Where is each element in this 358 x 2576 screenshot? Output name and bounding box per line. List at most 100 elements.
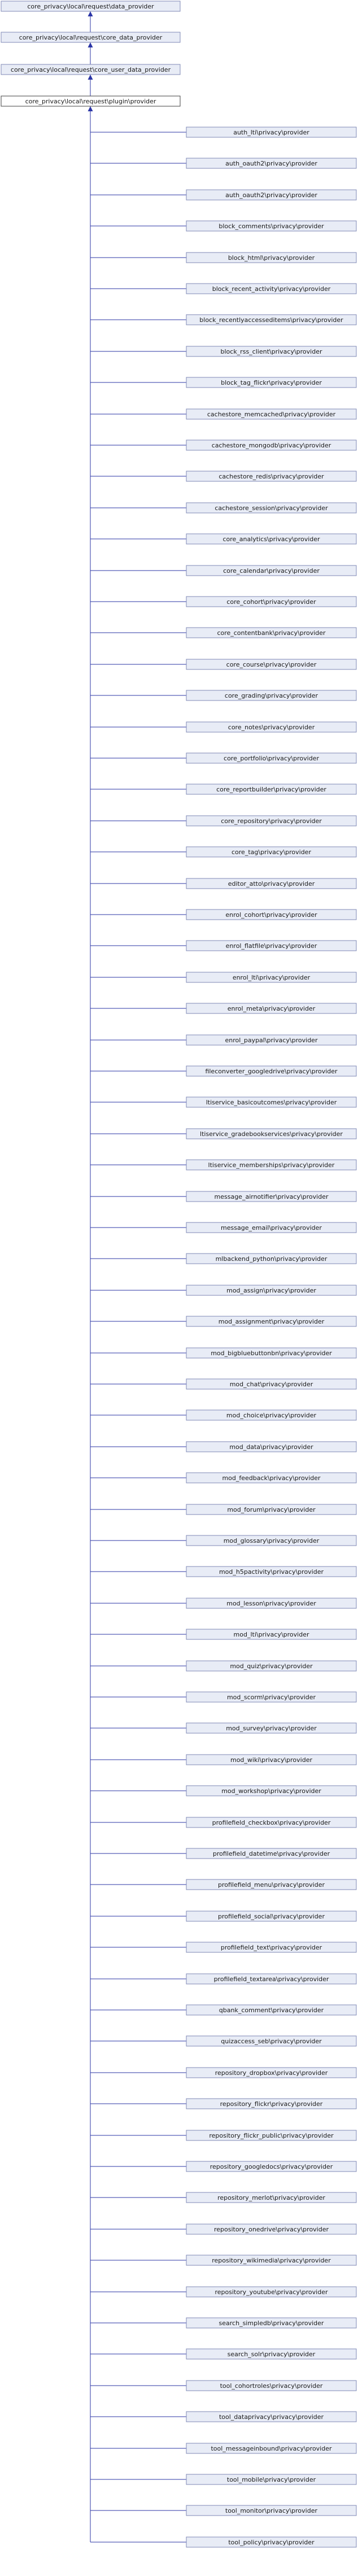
child-node-61[interactable]: qbank_comment\privacy\provider [186, 2004, 357, 2016]
child-node-9[interactable]: block_tag_flickr\privacy\provider [186, 377, 357, 388]
child-node-1[interactable]: auth_lti\privacy\provider [186, 127, 357, 138]
child-node-19[interactable]: core_grading\privacy\provider [186, 690, 357, 701]
child-node-50[interactable]: mod_quiz\privacy\provider [186, 1660, 357, 1672]
child-node-56[interactable]: profilefield_datetime\privacy\provider [186, 1848, 357, 1859]
child-node-24[interactable]: core_tag\privacy\provider [186, 846, 357, 858]
child-node-41[interactable]: mod_chat\privacy\provider [186, 1378, 357, 1390]
child-node-65[interactable]: repository_flickr_public\privacy\provide… [186, 2130, 357, 2141]
child-node-37[interactable]: mlbackend_python\privacy\provider [186, 1253, 357, 1264]
child-node-2[interactable]: auth_oauth2\privacy\provider [186, 158, 357, 169]
child-node-22[interactable]: core_reportbuilder\privacy\provider [186, 784, 357, 795]
child-node-48[interactable]: mod_lesson\privacy\provider [186, 1598, 357, 1609]
child-node-44[interactable]: mod_feedback\privacy\provider [186, 1472, 357, 1483]
child-node-28[interactable]: enrol_lti\privacy\provider [186, 972, 357, 983]
child-node-68[interactable]: repository_onedrive\privacy\provider [186, 2223, 357, 2235]
child-node-44-label: mod_feedback\privacy\provider [222, 1474, 321, 1482]
child-node-63[interactable]: repository_dropbox\privacy\provider [186, 2067, 357, 2078]
child-node-76[interactable]: tool_mobile\privacy\provider [186, 2474, 357, 2485]
child-node-53[interactable]: mod_wiki\privacy\provider [186, 1754, 357, 1765]
child-node-35[interactable]: message_airnotifier\privacy\provider [186, 1191, 357, 1202]
child-node-20-label: core_notes\privacy\provider [228, 724, 315, 731]
child-node-33[interactable]: ltiservice_gradebookservices\privacy\pro… [186, 1128, 357, 1139]
child-node-5[interactable]: block_html\privacy\provider [186, 252, 357, 263]
child-node-32[interactable]: ltiservice_basicoutcomes\privacy\provide… [186, 1096, 357, 1108]
child-node-45-box [186, 1504, 357, 1515]
child-node-45[interactable]: mod_forum\privacy\provider [186, 1504, 357, 1515]
child-node-77[interactable]: tool_monitor\privacy\provider [186, 2505, 357, 2516]
child-node-25[interactable]: editor_atto\privacy\provider [186, 878, 357, 889]
child-node-7-label: block_recentlyaccesseditems\privacy\prov… [199, 316, 343, 324]
child-node-18-label: core_course\privacy\provider [226, 661, 317, 668]
child-node-6[interactable]: block_recent_activity\privacy\provider [186, 283, 357, 294]
child-node-49[interactable]: mod_lti\privacy\provider [186, 1629, 357, 1640]
child-node-7[interactable]: block_recentlyaccesseditems\privacy\prov… [186, 314, 357, 325]
child-node-72[interactable]: search_solr\privacy\provider [186, 2348, 357, 2360]
child-node-17-box [186, 627, 357, 638]
child-node-18[interactable]: core_course\privacy\provider [186, 659, 357, 670]
child-node-34[interactable]: ltiservice_memberships\privacy\provider [186, 1159, 357, 1170]
child-node-74[interactable]: tool_dataprivacy\privacy\provider [186, 2411, 357, 2422]
child-node-46[interactable]: mod_glossary\privacy\provider [186, 1535, 357, 1546]
child-node-23-box [186, 815, 357, 826]
child-node-29[interactable]: enrol_meta\privacy\provider [186, 1003, 357, 1014]
child-node-55[interactable]: profilefield_checkbox\privacy\provider [186, 1817, 357, 1828]
child-node-21[interactable]: core_portfolio\privacy\provider [186, 752, 357, 764]
edges-layer [88, 11, 186, 2543]
child-node-17[interactable]: core_contentbank\privacy\provider [186, 627, 357, 638]
child-node-67[interactable]: repository_merlot\privacy\provider [186, 2192, 357, 2203]
child-node-26[interactable]: enrol_cohort\privacy\provider [186, 909, 357, 920]
child-node-58[interactable]: profilefield_social\privacy\provider [186, 1911, 357, 1922]
child-node-54[interactable]: mod_workshop\privacy\provider [186, 1785, 357, 1796]
child-node-8[interactable]: block_rss_client\privacy\provider [186, 346, 357, 357]
child-node-51[interactable]: mod_scorm\privacy\provider [186, 1691, 357, 1703]
child-node-10[interactable]: cachestore_memcached\privacy\provider [186, 408, 357, 420]
child-node-69-box [186, 2255, 357, 2266]
child-node-27[interactable]: enrol_flatfile\privacy\provider [186, 940, 357, 951]
child-node-23[interactable]: core_repository\privacy\provider [186, 815, 357, 826]
child-node-75[interactable]: tool_messageinbound\privacy\provider [186, 2443, 357, 2454]
child-node-40[interactable]: mod_bigbluebuttonbn\privacy\provider [186, 1347, 357, 1359]
child-node-47[interactable]: mod_h5pactivity\privacy\provider [186, 1566, 357, 1577]
ancestor-node-2[interactable]: core_privacy\local\request\core_data_pro… [1, 32, 181, 43]
child-node-42[interactable]: mod_choice\privacy\provider [186, 1409, 357, 1421]
child-node-57[interactable]: profilefield_menu\privacy\provider [186, 1879, 357, 1890]
child-node-74-label: tool_dataprivacy\privacy\provider [219, 2413, 324, 2421]
current-node[interactable]: core_privacy\local\request\plugin\provid… [1, 95, 181, 107]
child-node-11[interactable]: cachestore_mongodb\privacy\provider [186, 440, 357, 451]
child-node-30[interactable]: enrol_paypal\privacy\provider [186, 1034, 357, 1046]
child-node-39-label: mod_assignment\privacy\provider [219, 1318, 325, 1325]
child-node-71[interactable]: search_simpledb\privacy\provider [186, 2317, 357, 2329]
child-node-52[interactable]: mod_survey\privacy\provider [186, 1722, 357, 1734]
child-node-40-box [186, 1347, 357, 1359]
child-node-13[interactable]: cachestore_session\privacy\provider [186, 502, 357, 514]
child-node-64[interactable]: repository_flickr\privacy\provider [186, 2098, 357, 2109]
child-node-69[interactable]: repository_wikimedia\privacy\provider [186, 2255, 357, 2266]
child-node-38[interactable]: mod_assign\privacy\provider [186, 1285, 357, 1296]
child-node-62[interactable]: quizaccess_seb\privacy\provider [186, 2035, 357, 2047]
child-node-68-label: repository_onedrive\privacy\provider [214, 2226, 329, 2233]
child-node-18-box [186, 659, 357, 670]
child-node-24-box [186, 846, 357, 858]
child-node-31[interactable]: fileconverter_googledrive\privacy\provid… [186, 1065, 357, 1077]
child-node-39[interactable]: mod_assignment\privacy\provider [186, 1316, 357, 1327]
ancestor-node-1-label: core_privacy\local\request\data_provider [27, 3, 154, 10]
child-node-36[interactable]: message_email\privacy\provider [186, 1222, 357, 1233]
ancestor-node-3[interactable]: core_privacy\local\request\core_user_dat… [1, 64, 181, 75]
child-node-20[interactable]: core_notes\privacy\provider [186, 721, 357, 733]
child-node-4[interactable]: block_comments\privacy\provider [186, 220, 357, 232]
child-node-14[interactable]: core_analytics\privacy\provider [186, 533, 357, 545]
child-node-70[interactable]: repository_youtube\privacy\provider [186, 2286, 357, 2297]
child-node-43[interactable]: mod_data\privacy\provider [186, 1441, 357, 1452]
child-node-73[interactable]: tool_cohortroles\privacy\provider [186, 2380, 357, 2391]
child-node-16[interactable]: core_cohort\privacy\provider [186, 596, 357, 607]
child-node-15[interactable]: core_calendar\privacy\provider [186, 565, 357, 576]
child-node-12[interactable]: cachestore_redis\privacy\provider [186, 471, 357, 482]
child-node-3[interactable]: auth_oauth2\privacy\provider [186, 189, 357, 201]
child-node-60[interactable]: profilefield_textarea\privacy\provider [186, 1973, 357, 1985]
child-node-9-label: block_tag_flickr\privacy\provider [221, 379, 322, 386]
child-node-78[interactable]: tool_policy\privacy\provider [186, 2536, 357, 2548]
ancestor-node-1[interactable]: core_privacy\local\request\data_provider [1, 1, 181, 12]
child-node-66[interactable]: repository_googledocs\privacy\provider [186, 2161, 357, 2172]
child-node-59[interactable]: profilefield_text\privacy\provider [186, 1942, 357, 1953]
child-node-2-label: auth_oauth2\privacy\provider [225, 160, 317, 167]
